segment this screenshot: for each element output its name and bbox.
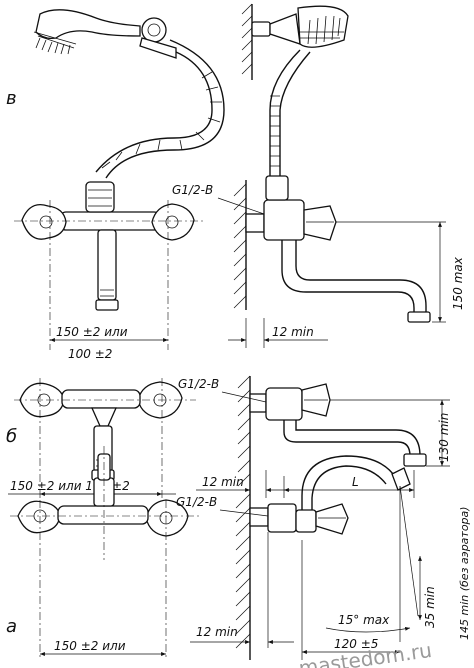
shower-head-front [33,9,141,55]
spout-length-dimension-b: L [283,470,415,498]
svg-text:12 min: 12 min [202,475,244,489]
hose-side [269,49,311,176]
variant-v-front-view: 150 ±2 или 100 ±2 в [6,9,225,361]
variant-v-side-view: G1/2-B 12 min 150 max [172,3,465,348]
mixer-body-side [245,175,431,323]
wall-min-dimension-v: 12 min [228,318,328,348]
svg-text:G1/2-B: G1/2-B [172,183,213,197]
width-alt-label-v: 100 ±2 [68,347,112,361]
thread-label-v: G1/2-B [172,183,265,215]
svg-text:G1/2-B: G1/2-B [178,377,219,391]
thread-label-b: G1/2-B [178,377,267,403]
width-label-v: 150 ±2 или [56,325,128,339]
svg-text:145 min (без аэратора): 145 min (без аэратора) [458,506,471,640]
height-dimension-v: 150 max [336,221,465,323]
wall-upper [241,3,253,80]
svg-text:150 ±2 или: 150 ±2 или [54,639,126,653]
svg-text:12 min: 12 min [196,625,238,639]
svg-text:15° max: 15° max [338,613,390,627]
svg-text:150 max: 150 max [451,256,465,310]
svg-text:G1/2-B: G1/2-B [176,495,217,509]
variant-a-front-view: 150 ±2 или а [6,446,200,660]
mixer-body-front [14,181,206,350]
width-dimension-b: 150 ±2 или 100 ±2 [8,479,176,496]
variant-letter-v: в [6,88,17,109]
thread-label-a: G1/2-B [176,495,269,517]
svg-text:130 min: 130 min [437,413,451,462]
wall-middle [233,180,247,310]
svg-text:12 min: 12 min [272,325,314,339]
spout-length-dimension-a: 120 ±5 [301,540,400,660]
shower-head-side [251,5,349,48]
nozzle-gap-dimension-a: 35 min [418,556,437,628]
svg-text:L: L [352,475,359,489]
variant-letter-a: а [6,616,17,637]
svg-text:120 ±5: 120 ±5 [334,637,378,651]
variant-a-side-view: G1/2-B 12 min 15° max 120 ±5 35 min [176,455,437,660]
width-dimension-a: 150 ±2 или [40,639,166,656]
width-dimension-v: 150 ±2 или 100 ±2 [50,325,168,361]
wall-a [235,493,251,660]
angle-dimension-a: 15° max [325,485,419,642]
shower-holder [139,17,177,59]
wall-min-dimension-a: 12 min [190,532,294,648]
wall-min-dimension-b: 12 min [196,470,290,498]
variant-letter-b: б [6,426,17,447]
gooseneck-hose [95,39,225,179]
svg-text:35 min: 35 min [423,586,437,628]
variant-b-side-view: G1/2-B 12 min L 130 min 145 min (без аэр… [178,375,471,640]
spout-height-dimension-b: 130 min 145 min (без аэратора) [330,399,471,640]
